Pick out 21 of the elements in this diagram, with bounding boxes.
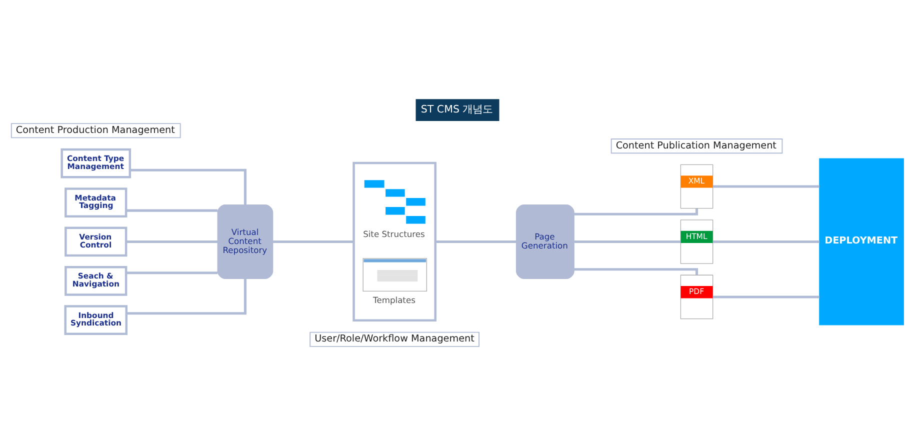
node-box: Content Production Management	[10, 123, 181, 138]
connector	[436, 240, 516, 244]
connector	[574, 268, 698, 275]
diagram-title: ST CMS 개념도	[420, 104, 493, 116]
node-box: User/Role/Workflow Management	[310, 332, 480, 347]
connector	[126, 278, 246, 315]
connector	[712, 185, 820, 188]
connector	[272, 240, 354, 244]
node-box: Page Generation	[516, 204, 574, 279]
connector	[574, 240, 681, 244]
node-box: DEPLOYMENT	[819, 158, 904, 326]
connector	[126, 272, 218, 274]
connector	[126, 240, 218, 244]
connector	[712, 240, 820, 244]
node-box: Site Structures Templates	[352, 162, 436, 322]
connector	[126, 209, 218, 212]
node-box: Content Publication Management	[610, 138, 783, 154]
node-box: Virtual Content Repository	[217, 204, 274, 279]
connector	[130, 168, 246, 205]
connector	[574, 208, 698, 216]
connector	[712, 296, 820, 298]
